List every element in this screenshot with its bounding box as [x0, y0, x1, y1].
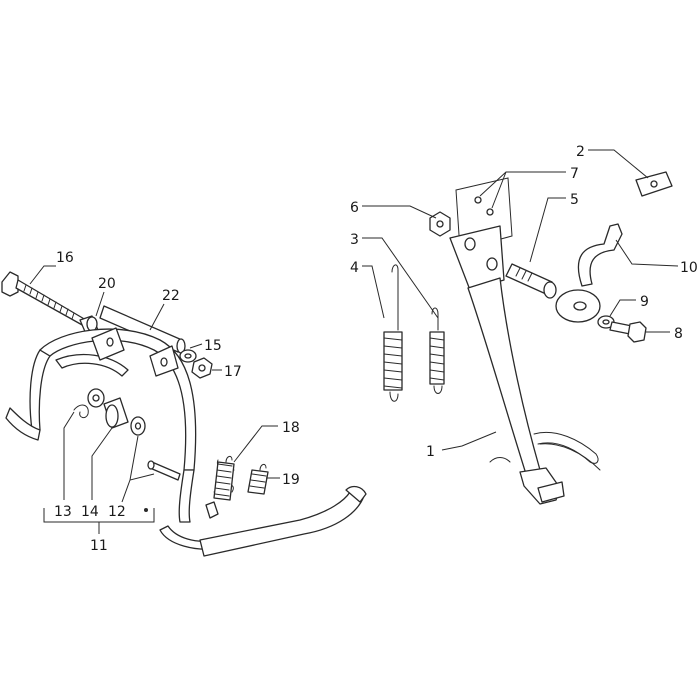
bolt-16 — [1, 271, 87, 327]
spring-19 — [247, 463, 269, 495]
callout-11: 11 — [90, 538, 108, 554]
callout-1: 1 — [426, 444, 435, 460]
callout-14: 14 — [81, 504, 99, 520]
plate-nut-2 — [635, 171, 673, 197]
callout-3: 3 — [350, 232, 359, 248]
washer-13b — [87, 388, 105, 408]
rubber-pad-10 — [555, 223, 623, 323]
spring-3 — [429, 307, 445, 394]
washer-12 — [130, 416, 146, 436]
leader-lines — [29, 149, 679, 534]
pin-12b — [147, 460, 181, 481]
callout-18: 18 — [282, 420, 300, 436]
callout-4: 4 — [350, 260, 359, 276]
callout-10: 10 — [680, 260, 698, 276]
callout-15: 15 — [204, 338, 222, 354]
washer-15 — [179, 349, 197, 363]
callout-20: 20 — [98, 276, 116, 292]
callout-2: 2 — [576, 144, 585, 160]
screw-8 — [609, 321, 647, 343]
callout-13: 13 — [54, 504, 72, 520]
clip-13 — [73, 404, 89, 419]
callout-6: 6 — [350, 200, 359, 216]
callout-8: 8 — [674, 326, 683, 342]
pivot-bolt-5 — [505, 263, 557, 299]
callout-7: 7 — [570, 166, 579, 182]
stand-frame — [5, 327, 367, 557]
nut-17 — [191, 357, 213, 379]
callout-9: 9 — [640, 294, 649, 310]
bracket-plate-7 — [455, 177, 513, 251]
callout-5: 5 — [570, 192, 579, 208]
washer-9 — [597, 315, 615, 329]
side-stand-1 — [449, 225, 601, 505]
nut-6 — [429, 211, 451, 237]
callout-12: 12 — [108, 504, 126, 520]
callout-labels: 1 2 3 4 5 6 7 8 9 10 11 12 13 14 15 16 1… — [54, 144, 698, 554]
bushing-14 — [103, 397, 129, 429]
callout-17: 17 — [224, 364, 242, 380]
callout-16: 16 — [56, 250, 74, 266]
spring-4 — [383, 264, 403, 402]
spring-18 — [213, 455, 235, 501]
callout-22: 22 — [162, 288, 180, 304]
callout-19: 19 — [282, 472, 300, 488]
